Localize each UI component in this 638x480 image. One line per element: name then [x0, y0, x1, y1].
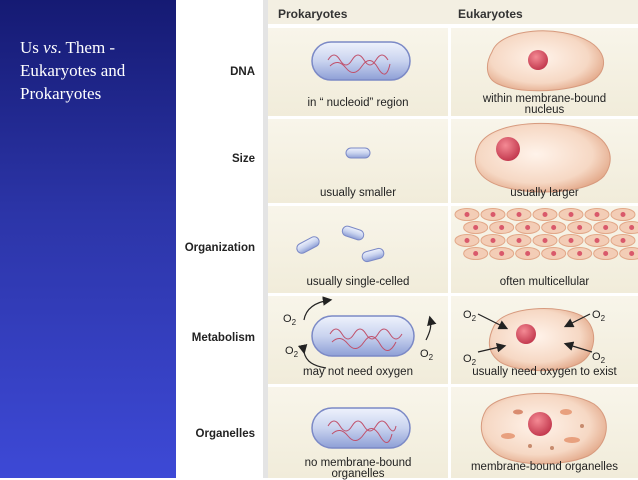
- title-line1: Us vs. Them -: [20, 38, 115, 57]
- caption-line: within membrane-bound: [482, 93, 607, 105]
- o2-label: O2: [463, 309, 477, 323]
- caption-metabolism-prokaryote: may not need oxygen: [303, 366, 413, 378]
- row-label-metabolism: Metabolism: [191, 332, 255, 344]
- slide-title: Us vs. Them - Eukaryotes and Prokaryotes: [20, 36, 172, 105]
- tissue-nucleus: [490, 212, 496, 217]
- prokaryote-organelles-cell: [311, 407, 411, 449]
- header-prokaryotes: Prokaryotes: [278, 7, 348, 21]
- caption-line: organelles: [331, 468, 385, 480]
- tissue-cell: [619, 247, 638, 260]
- caption-organization-prokaryote: usually single-celled: [306, 276, 410, 288]
- tissue-nucleus: [551, 251, 557, 256]
- o2-label: O2: [283, 313, 297, 327]
- row-label-organization: Organization: [184, 242, 255, 254]
- tissue-nucleus: [542, 238, 548, 243]
- row-label-dna: DNA: [230, 66, 255, 78]
- tissue-nucleus: [464, 238, 470, 243]
- caption-line: nucleus: [524, 104, 565, 116]
- caption-dna-eukaryote: within membrane-bound nucleus: [451, 93, 638, 116]
- caption-line: no membrane-bound: [304, 457, 412, 469]
- caption-organelles-prokaryote: no membrane-bound organelles: [268, 457, 448, 480]
- title-line2: Eukaryotes and: [20, 61, 126, 80]
- tissue-nucleus: [594, 238, 600, 243]
- tissue-nucleus: [629, 251, 635, 256]
- o2-label: O2: [592, 351, 606, 365]
- tissue-nucleus: [629, 225, 635, 230]
- row-label-size: Size: [231, 153, 255, 165]
- o2-label: O2: [420, 348, 434, 362]
- tissue-nucleus: [603, 225, 609, 230]
- caption-size-eukaryote: usually larger: [510, 187, 579, 199]
- prokaryote-metabolism-cell: O2 O2 O2: [283, 296, 437, 369]
- tissue-nucleus: [603, 251, 609, 256]
- tissue-nucleus: [499, 251, 505, 256]
- prokaryote-dna-cell: [311, 41, 411, 81]
- tissue-nucleus: [577, 225, 583, 230]
- tissue-nucleus: [620, 238, 626, 243]
- eukaryote-organelles-cell: [480, 392, 607, 465]
- tissue-nucleus: [568, 212, 574, 217]
- row-label-organelles: Organelles: [195, 428, 255, 440]
- tissue-cell: [619, 221, 638, 234]
- title-pre: Us: [20, 38, 44, 57]
- caption-metabolism-eukaryote: usually need oxygen to exist: [472, 366, 617, 378]
- column-header: Prokaryotes Eukaryotes: [268, 0, 638, 24]
- caption-dna-prokaryote: in “ nucleoid” region: [307, 97, 409, 109]
- tissue-nucleus: [516, 238, 522, 243]
- tissue-nucleus: [525, 251, 531, 256]
- eukaryote-metabolism-cell: O2 O2 O2 O2: [463, 308, 606, 371]
- caption-size-prokaryote: usually smaller: [319, 187, 397, 199]
- tissue-nucleus: [568, 238, 574, 243]
- eukaryote-large-cell: [474, 122, 611, 193]
- o2-label: O2: [463, 353, 477, 367]
- o2-label: O2: [592, 309, 606, 323]
- title-italic: vs: [43, 38, 58, 57]
- caption-organization-eukaryote: often multicellular: [499, 276, 590, 288]
- tissue-nucleus: [473, 251, 479, 256]
- tissue-nucleus: [473, 225, 479, 230]
- o2-label: O2: [285, 345, 299, 359]
- tissue-nucleus: [525, 225, 531, 230]
- cell-size-prokaryote: [268, 119, 448, 203]
- eukaryote-tissue: [454, 208, 638, 260]
- tissue-nucleus: [499, 225, 505, 230]
- tissue-nucleus: [551, 225, 557, 230]
- prokaryote-small-cell: [345, 147, 371, 159]
- tissue-nucleus: [620, 212, 626, 217]
- tissue-nucleus: [577, 251, 583, 256]
- slide-sidebar: Us vs. Them - Eukaryotes and Prokaryotes: [0, 0, 176, 478]
- title-line3: Prokaryotes: [20, 84, 102, 103]
- header-eukaryotes: Eukaryotes: [458, 7, 523, 21]
- tissue-nucleus: [542, 212, 548, 217]
- caption-organelles-eukaryote: membrane-bound organelles: [470, 461, 619, 473]
- eukaryote-dna-cell: [487, 30, 605, 92]
- label-divider: [263, 0, 268, 478]
- tissue-nucleus: [464, 212, 470, 217]
- tissue-nucleus: [516, 212, 522, 217]
- tissue-nucleus: [490, 238, 496, 243]
- prokaryote-single-cells: [296, 225, 385, 263]
- title-post: . Them -: [57, 38, 116, 57]
- tissue-nucleus: [594, 212, 600, 217]
